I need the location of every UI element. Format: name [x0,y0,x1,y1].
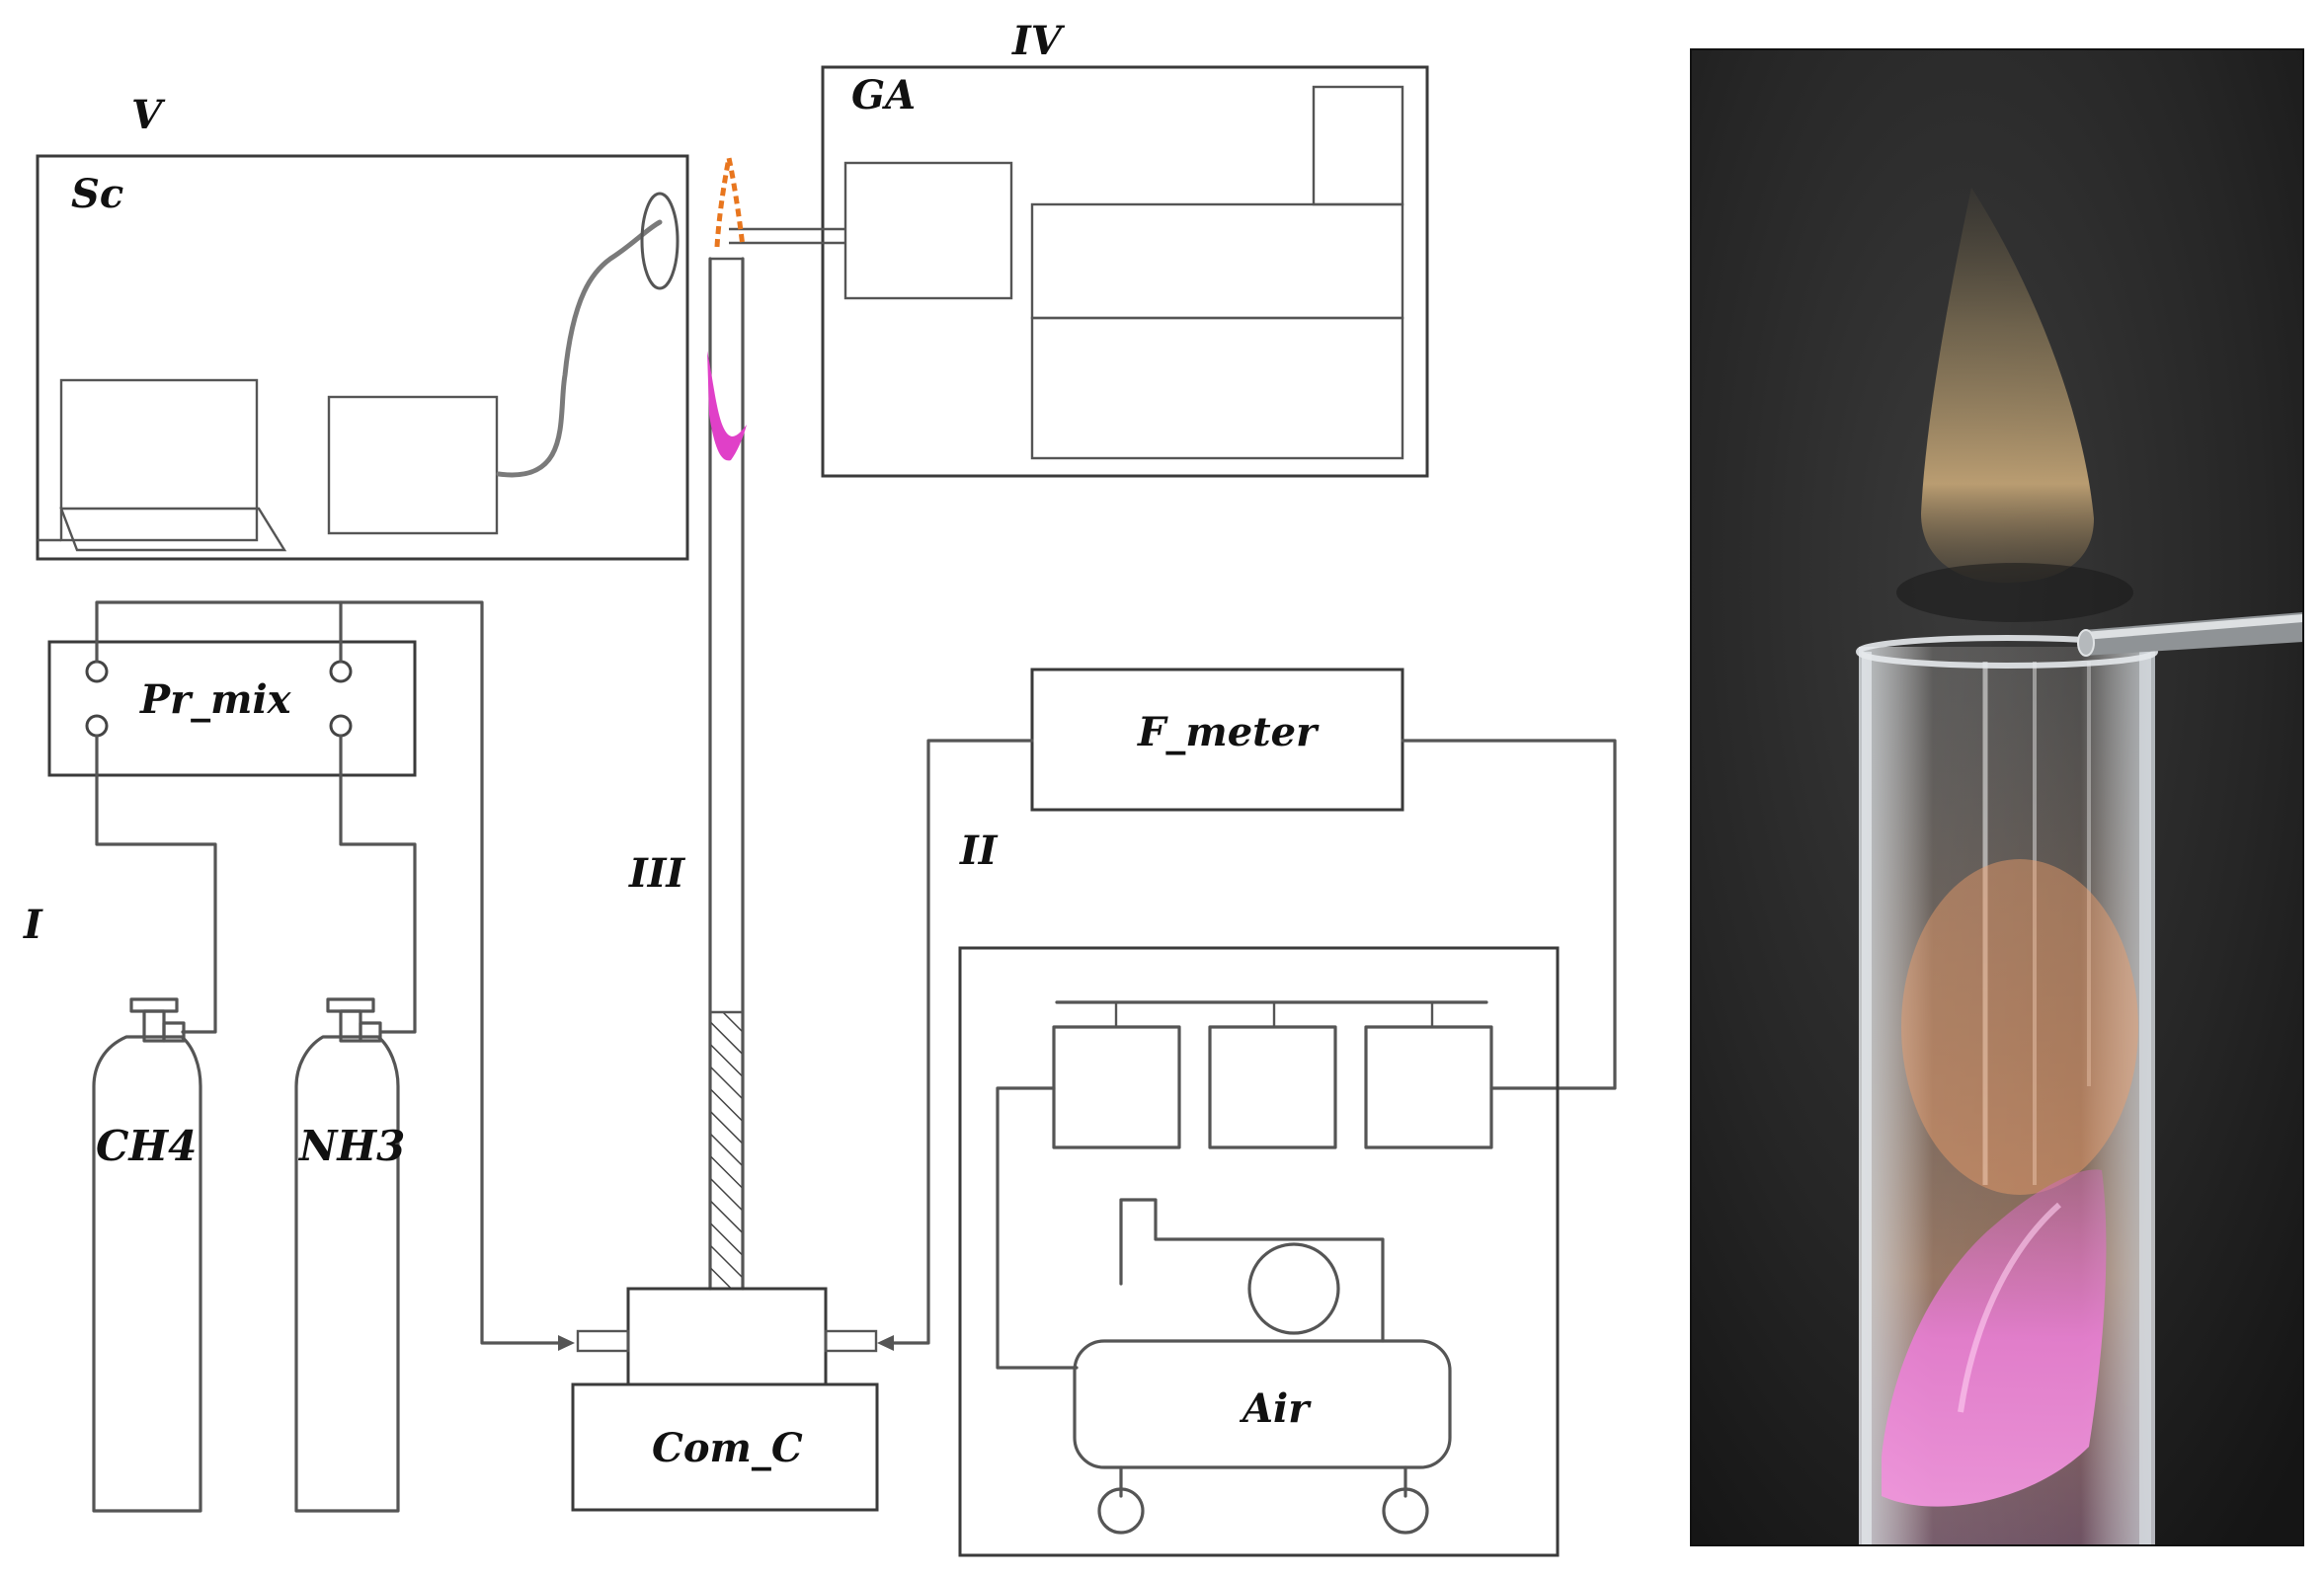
left-inlet-nozzle [576,1329,630,1353]
spectrometer-label: Sc [71,171,123,217]
spectrometer-system [36,154,689,561]
laptop-icon [38,378,287,552]
methane-cylinder [92,997,202,1513]
flowmeter-to-chamber-pipe [892,739,1034,1345]
analyzer-tower [1312,85,1404,206]
sampling-unit [843,161,1013,300]
flowmeter-to-filters-pipe [1401,739,1617,1090]
combustion-chamber-label: Com_C [652,1425,803,1471]
premixer-label: Pr_mix [139,676,292,723]
gas-analyzer-frame [821,65,1429,478]
spectrometer-frame [36,154,689,561]
ch4-supply-pipe [95,734,217,1034]
fiber-probe-icon [640,192,680,290]
air-label: Air [1239,1385,1312,1432]
gas-analyzer-system [729,65,1429,478]
filter-unit [1364,1025,1493,1149]
filter-unit [1208,1025,1337,1149]
inlet-arrow-icon [877,1335,894,1351]
section-label-v: V [131,92,166,138]
chamber-base [571,1382,879,1512]
analyzer-cabinet-bottom [1030,316,1404,460]
flame-tip-icon [714,157,746,248]
upper-flame-plume [1921,188,2094,583]
premix-feed-pipe [339,600,560,1345]
flame-photograph [1690,48,2304,1546]
combustion-chamber [571,1287,879,1512]
fiber-optic-cable [496,219,663,478]
section-label-ii: II [959,828,999,874]
analyzer-cabinet-top [1030,202,1404,320]
flame-arrestor-mesh [711,1013,742,1288]
air-compressor-icon [1073,1198,1452,1535]
flow-meter-label: F_meter [1137,709,1320,755]
burner-tube [707,157,747,1291]
premixer-port-icon [329,660,353,683]
premixer-port-icon [85,714,109,738]
methane-label: CH4 [96,1122,197,1170]
premix-outlet-pipe [95,600,343,664]
premixer-port-icon [329,714,353,738]
section-label-iii: III [628,850,685,897]
inlet-arrow-icon [558,1335,575,1351]
spectrometer-unit [327,395,499,535]
air-supply-system [877,668,1617,1557]
premixer-box [47,640,417,777]
section-label-i: I [23,902,43,948]
air-supply-frame [958,946,1560,1557]
right-inlet-nozzle [824,1329,878,1353]
premixer-port-icon [85,660,109,683]
chamber-upper [626,1287,828,1386]
gas-supply-system [47,600,575,1513]
section-label-iv: IV [1011,18,1066,64]
nh3-supply-pipe [339,734,417,1034]
gas-analyzer-label: GA [851,72,916,118]
ammonia-label: NH3 [297,1122,405,1170]
pink-flame-cone [1882,1169,2107,1507]
sampling-probe-icon [2077,612,2303,657]
ammonia-cylinder [294,997,400,1513]
filter-unit [1052,1025,1181,1149]
pink-flame-icon [707,351,747,461]
compressor-to-filter-pipe [996,1086,1079,1370]
